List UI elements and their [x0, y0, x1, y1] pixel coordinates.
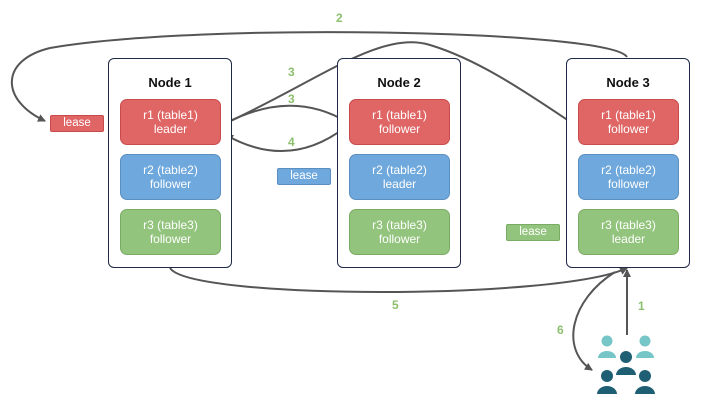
arrow-5 [169, 267, 628, 293]
node-2-title: Node 2 [377, 75, 421, 90]
replica-role: follower [378, 122, 421, 136]
replica-label: r1 (table1) [601, 108, 656, 122]
lease-table2: lease [277, 168, 331, 185]
users-group-icon [597, 335, 655, 394]
node-1-replica-r3: r3 (table3) follower [120, 209, 221, 255]
replica-label: r3 (table3) [601, 218, 656, 232]
node-1-replica-r1: r1 (table1) leader [120, 99, 221, 145]
step-1: 1 [638, 299, 645, 313]
node-1-title: Node 1 [148, 75, 192, 90]
step-3-lower: 3 [288, 92, 295, 106]
replica-role: follower [149, 232, 192, 246]
replica-role: follower [378, 232, 421, 246]
node-1: Node 1 r1 (table1) leader r2 (table2) fo… [108, 58, 232, 268]
step-5: 5 [392, 298, 399, 312]
node-3-replica-r1: r1 (table1) follower [578, 99, 679, 145]
node-2-replica-r1: r1 (table1) follower [349, 99, 450, 145]
node-3-replica-r3: r3 (table3) leader [578, 209, 679, 255]
step-2: 2 [336, 11, 343, 25]
replica-role: leader [611, 232, 646, 246]
node-3: Node 3 r1 (table1) follower r2 (table2) … [566, 58, 690, 268]
replica-role: leader [382, 177, 417, 191]
arrow-6 [572, 271, 616, 371]
node-2: Node 2 r1 (table1) follower r2 (table2) … [337, 58, 461, 268]
lease-table1: lease [50, 115, 104, 132]
replica-label: r2 (table2) [601, 163, 656, 177]
lease-table3: lease [506, 224, 560, 241]
node-1-replica-r2: r2 (table2) follower [120, 154, 221, 200]
replica-label: r3 (table3) [143, 218, 198, 232]
step-3-upper: 3 [288, 65, 295, 79]
replica-label: r1 (table1) [372, 108, 427, 122]
arrow-3-to-node2 [223, 104, 348, 125]
replica-role: leader [153, 122, 188, 136]
step-6: 6 [557, 323, 564, 337]
node-3-title: Node 3 [606, 75, 650, 90]
replica-label: r3 (table3) [372, 218, 427, 232]
replica-role: follower [607, 122, 650, 136]
replica-label: r1 (table1) [143, 108, 198, 122]
arrow-4 [225, 125, 348, 153]
replica-role: follower [149, 177, 192, 191]
step-4: 4 [288, 135, 295, 149]
node-3-replica-r2: r2 (table2) follower [578, 154, 679, 200]
replica-label: r2 (table2) [143, 163, 198, 177]
replica-label: r2 (table2) [372, 163, 427, 177]
arrow-2 [10, 31, 628, 122]
replica-role: follower [607, 177, 650, 191]
node-2-replica-r3: r3 (table3) follower [349, 209, 450, 255]
arrow-3-to-node3 [221, 41, 576, 126]
node-2-replica-r2: r2 (table2) leader [349, 154, 450, 200]
